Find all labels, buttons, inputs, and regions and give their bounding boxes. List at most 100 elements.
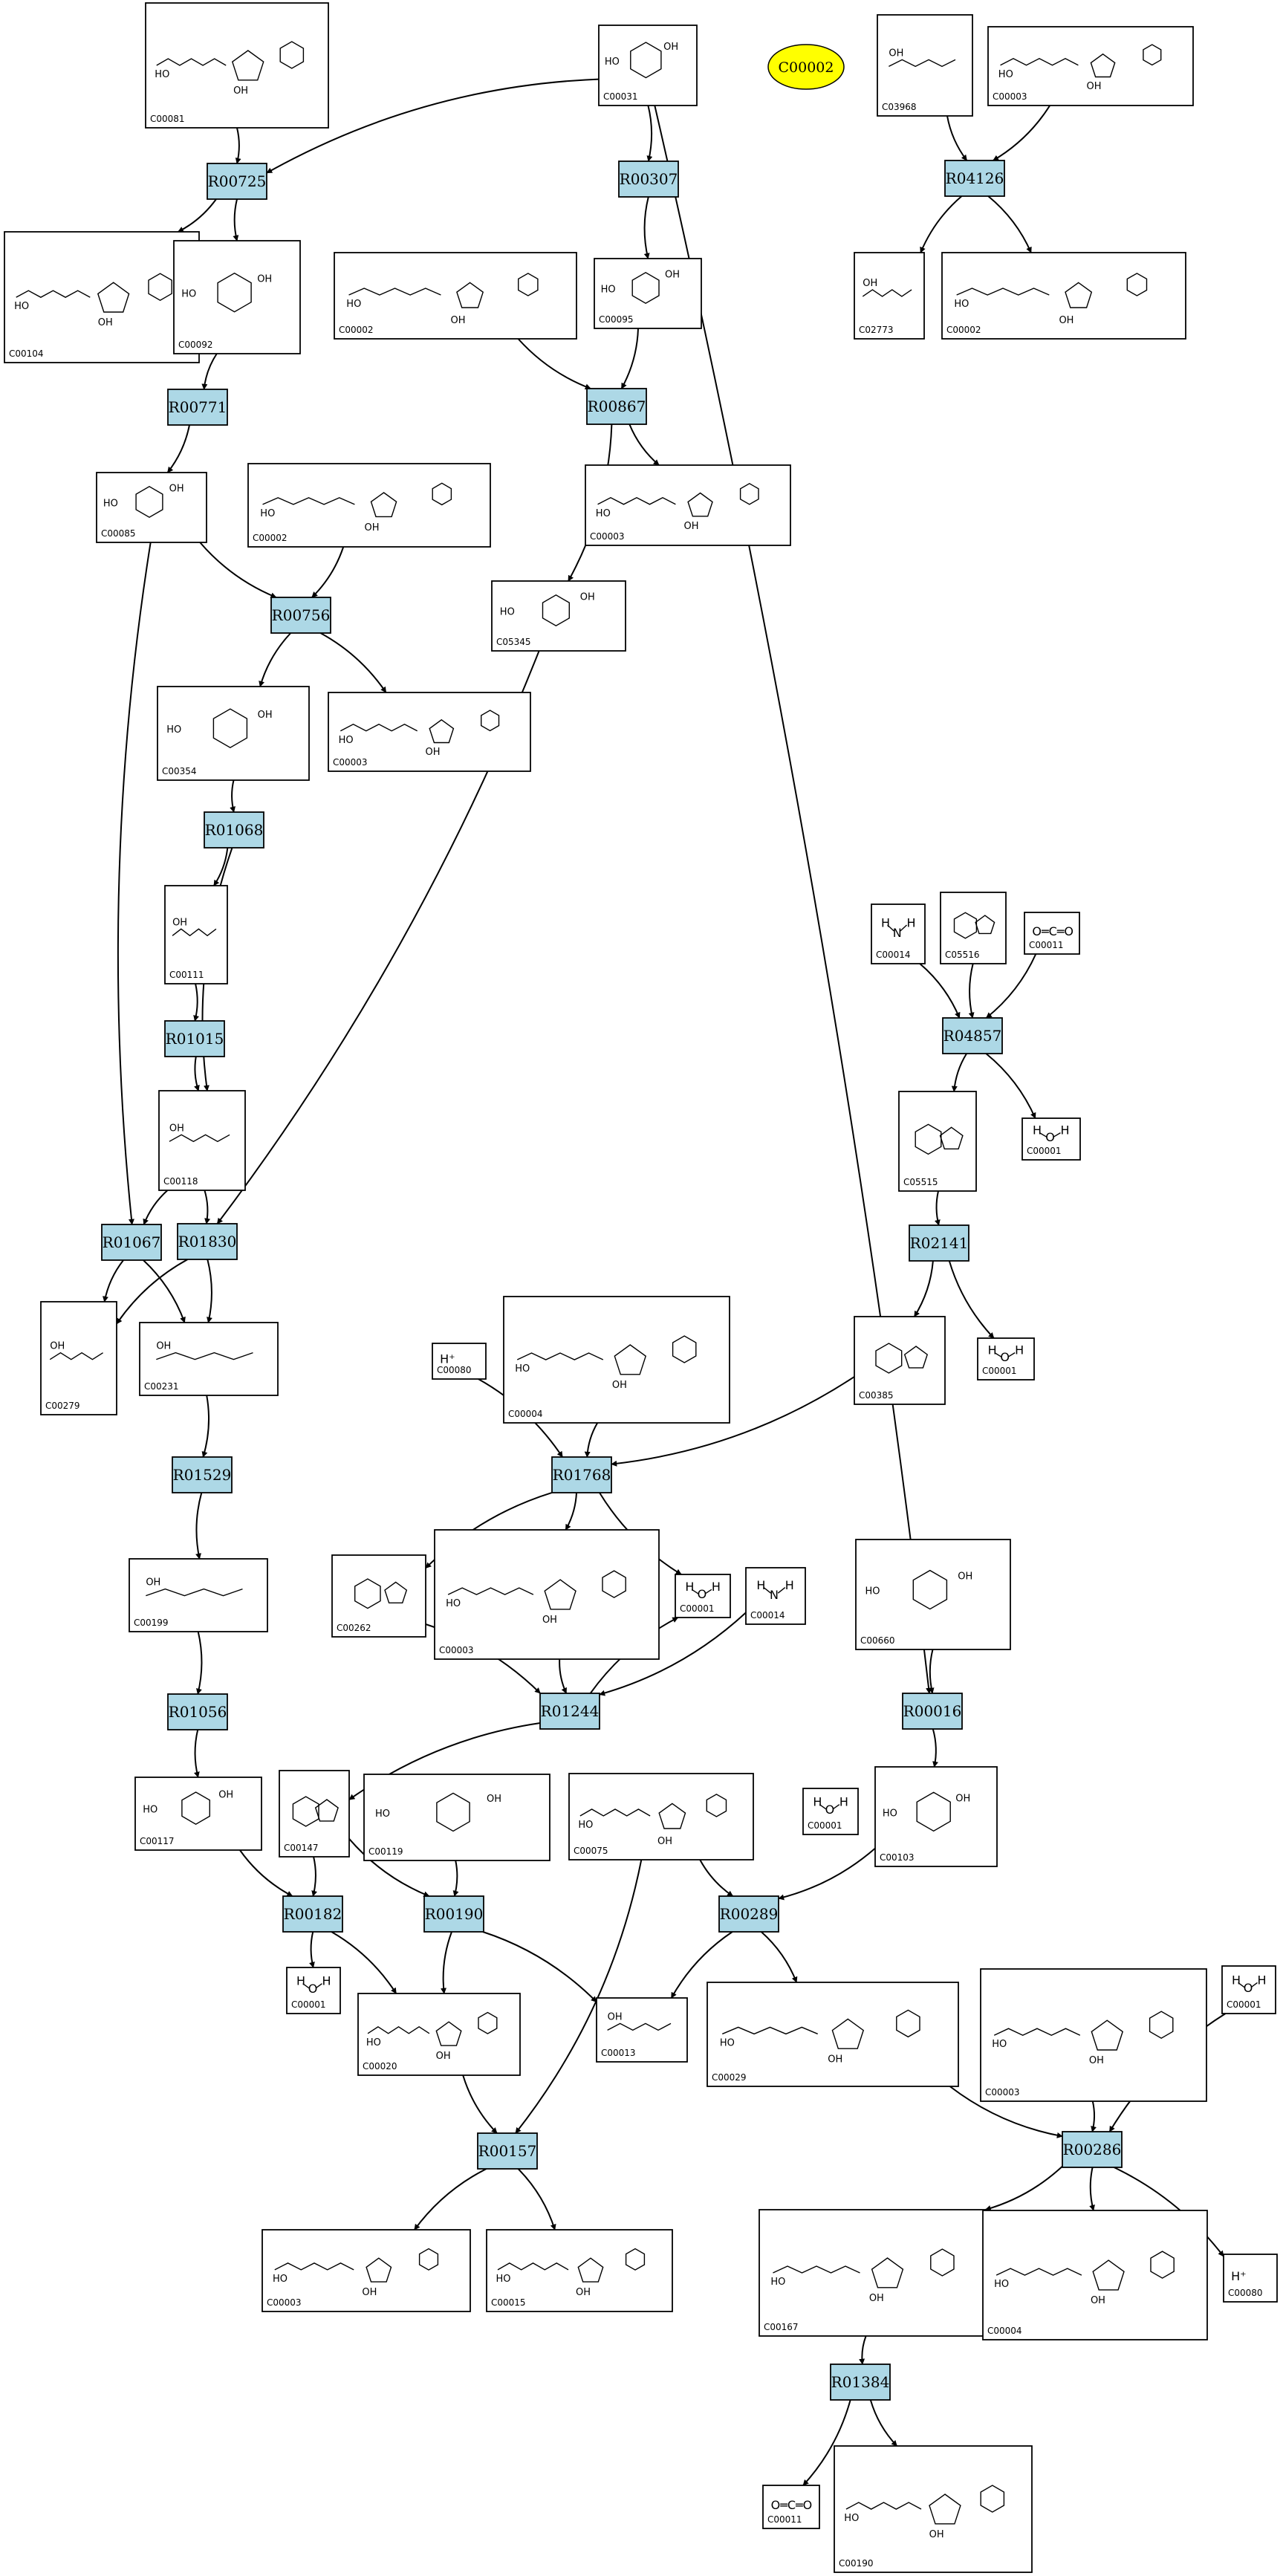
reaction-r01529[interactable]: R01529 [172,1456,233,1493]
reaction-r01768[interactable]: R01768 [551,1456,612,1493]
edge [928,1649,935,1694]
reaction-r02141[interactable]: R02141 [909,1224,969,1262]
reaction-r00867[interactable]: R00867 [586,388,647,425]
reaction-r00016[interactable]: R00016 [902,1693,963,1730]
reaction-r00725[interactable]: R00725 [207,163,267,200]
reaction-r01068[interactable]: R01068 [204,811,264,849]
reaction-r01384[interactable]: R01384 [830,2364,891,2401]
edge [1089,2167,1095,2211]
compound-c00080[interactable]: H⁺C00080 [1223,2254,1278,2303]
edge [266,78,600,174]
reaction-r01067[interactable]: R01067 [101,1224,162,1261]
edge [482,1931,597,2003]
reaction-r00286[interactable]: R00286 [1062,2131,1123,2168]
svg-text:OH: OH [612,1380,627,1391]
edge [311,546,345,598]
compound-label: C00003 [590,531,625,542]
svg-text:H: H [1033,1123,1042,1137]
reaction-r00182[interactable]: R00182 [282,1895,343,1933]
reaction-r01056[interactable]: R01056 [167,1693,228,1730]
compound-c05516[interactable]: C05516 [940,892,1007,964]
edge [932,1728,938,1768]
compound-label: C00118 [163,1176,198,1187]
edge [213,847,229,886]
reaction-label: R00190 [425,1905,484,1923]
compound-c05515[interactable]: C05515 [898,1091,977,1192]
reaction-r00157[interactable]: R00157 [477,2132,538,2170]
reaction-r04857[interactable]: R04857 [942,1017,1003,1054]
svg-text:HO: HO [260,508,275,519]
reaction-r01244[interactable]: R01244 [539,1693,600,1730]
highlight-compound[interactable]: C00002 [767,44,845,90]
reaction-label: R01067 [103,1233,161,1251]
compound-c00385[interactable]: C00385 [854,1316,946,1405]
reaction-r00190[interactable]: R00190 [423,1895,484,1933]
reaction-r00756[interactable]: R00756 [270,597,331,634]
compound-label: C00147 [284,1843,319,1853]
edges [103,78,1227,2486]
reaction-r04126[interactable]: R04126 [944,160,1005,197]
reaction-r00307[interactable]: R00307 [618,160,679,198]
edge [177,198,217,233]
compound-c00147[interactable]: C00147 [279,1770,350,1858]
edge [193,1729,200,1778]
edge [778,1847,876,1901]
reaction-label: R00756 [272,606,331,624]
reaction-r00289[interactable]: R00289 [718,1895,779,1933]
compound-c00262[interactable]: C00262 [331,1554,426,1638]
reaction-r00771[interactable]: R00771 [167,389,228,426]
compound-c00080[interactable]: H⁺C00080 [432,1343,487,1380]
edge [1091,2100,1097,2132]
reaction-r01830[interactable]: R01830 [177,1223,238,1260]
reaction-r01015[interactable]: R01015 [164,1020,225,1057]
edge [462,2074,498,2134]
